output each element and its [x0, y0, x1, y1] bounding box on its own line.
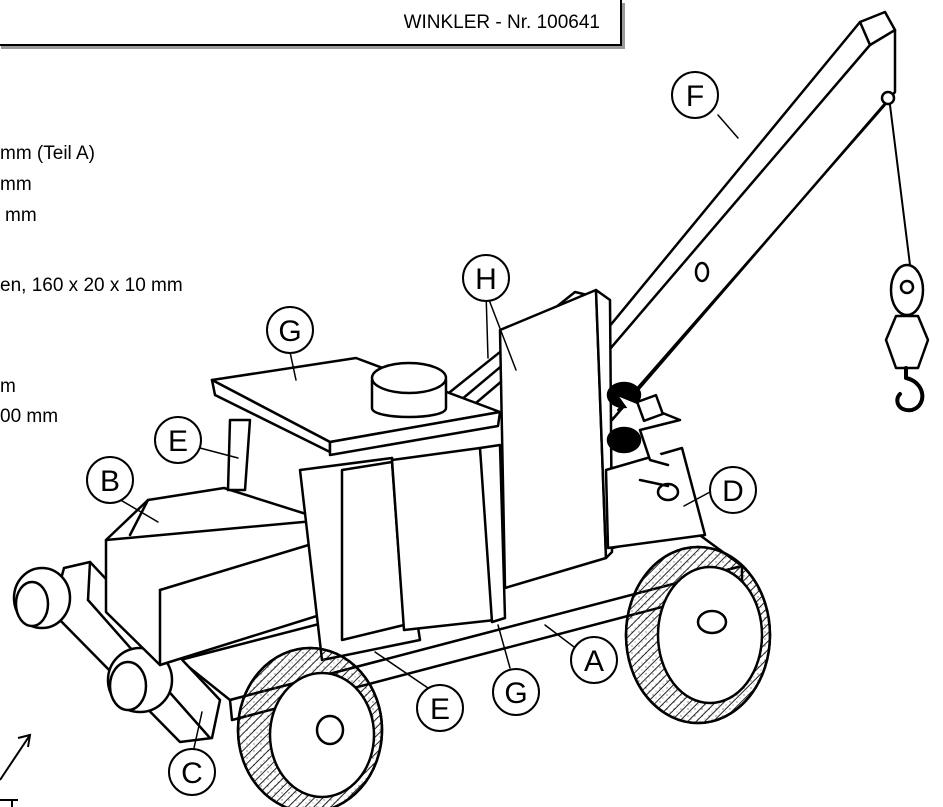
parts-list-line-2: mm	[0, 174, 32, 195]
cabin-roof	[210, 356, 502, 457]
parts-list-line-4: en, 160 x 20 x 10 mm	[0, 275, 183, 296]
label-circle-a	[570, 636, 618, 684]
label-b: B	[100, 465, 120, 498]
axle-cap-lower-face	[108, 660, 148, 712]
roof-cylinder	[370, 361, 448, 419]
parts-list-line-1: mm (Teil A)	[0, 143, 95, 164]
wheel-rear	[624, 545, 772, 725]
label-g-top: G	[278, 315, 301, 348]
label-h: H	[475, 263, 497, 296]
label-circle-g-bottom	[492, 668, 540, 716]
crane-boom	[588, 10, 897, 422]
header-box: WINKLER - Nr. 100641	[0, 0, 622, 46]
arrow-mark	[0, 733, 32, 807]
cabin-wall	[390, 443, 507, 632]
parts-list-line-6: 00 mm	[0, 406, 59, 427]
hook-block	[884, 263, 930, 413]
parts-list-line-3: mm	[5, 205, 37, 226]
axle-cap-upper-face	[14, 580, 50, 628]
label-f: F	[686, 80, 704, 113]
hoist-rigging	[617, 90, 911, 411]
leader-lines	[111, 114, 739, 749]
label-g-bottom: G	[504, 677, 527, 710]
wheel-front	[236, 646, 384, 807]
crane-tower	[498, 288, 614, 590]
label-e-bottom: E	[430, 693, 450, 726]
parts-list-line-5: m	[0, 376, 16, 397]
label-e-top: E	[168, 425, 188, 458]
article-number: WINKLER - Nr. 100641	[403, 12, 600, 33]
label-a: A	[584, 645, 604, 678]
label-circle-g-top	[266, 306, 314, 354]
label-circle-c	[168, 748, 216, 796]
label-circle-e-bottom	[416, 684, 464, 732]
label-circle-d	[709, 466, 757, 514]
label-circle-h	[462, 254, 510, 302]
label-d: D	[722, 475, 744, 508]
label-c: C	[181, 757, 203, 790]
label-circle-b	[86, 456, 134, 504]
label-circle-e-top	[154, 416, 202, 464]
label-circle-f	[671, 71, 719, 119]
winch-block	[604, 381, 707, 550]
